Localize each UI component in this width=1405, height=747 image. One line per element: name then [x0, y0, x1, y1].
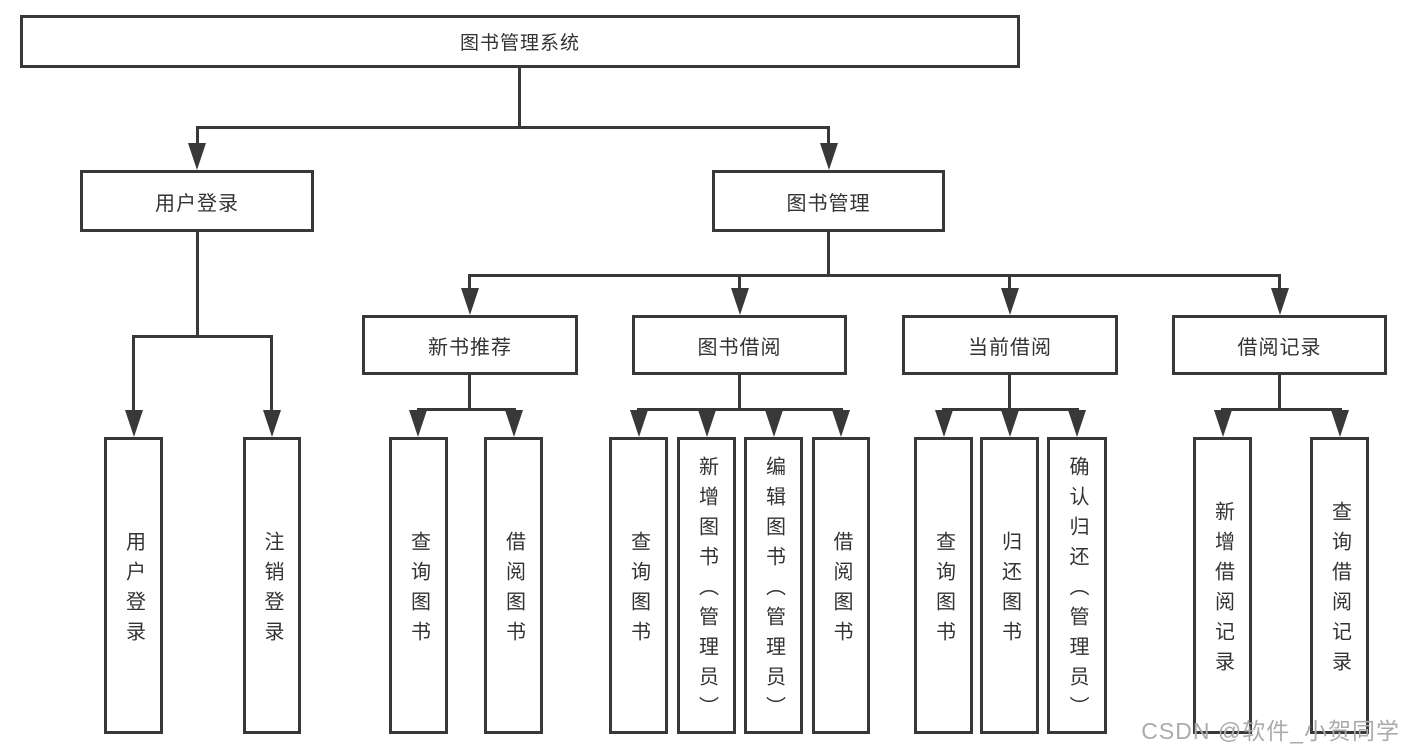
arrow-down-icon	[1271, 288, 1289, 315]
connector-line	[1278, 375, 1281, 408]
leaf-label: 借阅图书	[502, 530, 525, 651]
arrow-down-icon	[409, 410, 427, 437]
arrow-down-icon	[263, 410, 281, 437]
connector-line	[637, 408, 843, 411]
arrow-down-icon	[505, 410, 523, 437]
leaf-add-book-admin: 新增图书（管理员）	[677, 437, 736, 734]
leaf-user-login: 用户登录	[104, 437, 163, 734]
connector-line	[132, 335, 135, 410]
leaf-edit-book-admin: 编辑图书（管理员）	[744, 437, 803, 734]
connector-line	[1278, 274, 1281, 290]
leaf-logout: 注销登录	[243, 437, 301, 734]
arrow-down-icon	[1068, 410, 1086, 437]
connector-line	[196, 232, 199, 335]
leaf-query-books-recommend: 查询图书	[389, 437, 448, 734]
connector-line	[738, 375, 741, 408]
connector-line	[196, 126, 830, 129]
leaf-add-borrow-record: 新增借阅记录	[1193, 437, 1252, 734]
arrow-down-icon	[698, 410, 716, 437]
connector-line	[196, 126, 199, 146]
connector-line	[417, 408, 516, 411]
leaf-label: 查询图书	[627, 530, 650, 651]
arrow-down-icon	[188, 143, 206, 170]
connector-line	[468, 375, 471, 408]
leaf-label: 新增图书（管理员）	[695, 455, 718, 726]
arrow-down-icon	[1331, 410, 1349, 437]
node-book-management: 图书管理	[712, 170, 945, 232]
arrow-down-icon	[125, 410, 143, 437]
leaf-label: 编辑图书（管理员）	[762, 455, 785, 726]
arrow-down-icon	[1214, 410, 1232, 437]
leaf-return-books: 归还图书	[980, 437, 1039, 734]
leaf-label: 新增借阅记录	[1211, 500, 1234, 681]
connector-line	[468, 274, 471, 290]
arrow-down-icon	[1001, 288, 1019, 315]
node-borrowing-records: 借阅记录	[1172, 315, 1387, 375]
leaf-label: 确认归还（管理员）	[1066, 455, 1088, 726]
connector-line	[1221, 408, 1342, 411]
connector-line	[468, 274, 1280, 277]
leaf-confirm-return-admin: 确认归还（管理员）	[1047, 437, 1107, 734]
connector-line	[1008, 274, 1011, 290]
leaf-label: 查询图书	[407, 530, 430, 651]
leaf-label: 借阅图书	[830, 530, 852, 651]
arrow-down-icon	[630, 410, 648, 437]
node-new-book-recommendation: 新书推荐	[362, 315, 578, 375]
leaf-query-books-borrowing: 查询图书	[609, 437, 668, 734]
arrow-down-icon	[832, 410, 850, 437]
arrow-down-icon	[461, 288, 479, 315]
leaf-label: 归还图书	[998, 530, 1021, 651]
arrow-down-icon	[765, 410, 783, 437]
node-user-login: 用户登录	[80, 170, 314, 232]
leaf-borrow-books-borrowing: 借阅图书	[812, 437, 870, 734]
node-library-management-system: 图书管理系统	[20, 15, 1020, 68]
connector-line	[738, 274, 741, 290]
arrow-down-icon	[731, 288, 749, 315]
connector-line	[518, 68, 521, 126]
connector-line	[270, 335, 273, 410]
connector-line	[827, 232, 830, 274]
arrow-down-icon	[820, 143, 838, 170]
watermark: CSDN @软件_小贺同学	[1141, 718, 1400, 744]
connector-line	[1008, 375, 1011, 408]
connector-line	[827, 126, 830, 146]
leaf-label: 用户登录	[122, 530, 145, 651]
node-book-borrowing: 图书借阅	[632, 315, 847, 375]
leaf-query-borrow-record: 查询借阅记录	[1310, 437, 1369, 734]
leaf-query-books-current: 查询图书	[914, 437, 973, 734]
connector-line	[132, 335, 273, 338]
leaf-label: 查询借阅记录	[1328, 500, 1351, 681]
node-current-borrowing: 当前借阅	[902, 315, 1118, 375]
leaf-label: 查询图书	[932, 530, 955, 651]
arrow-down-icon	[935, 410, 953, 437]
leaf-borrow-books-recommend: 借阅图书	[484, 437, 543, 734]
leaf-label: 注销登录	[261, 530, 283, 651]
arrow-down-icon	[1001, 410, 1019, 437]
